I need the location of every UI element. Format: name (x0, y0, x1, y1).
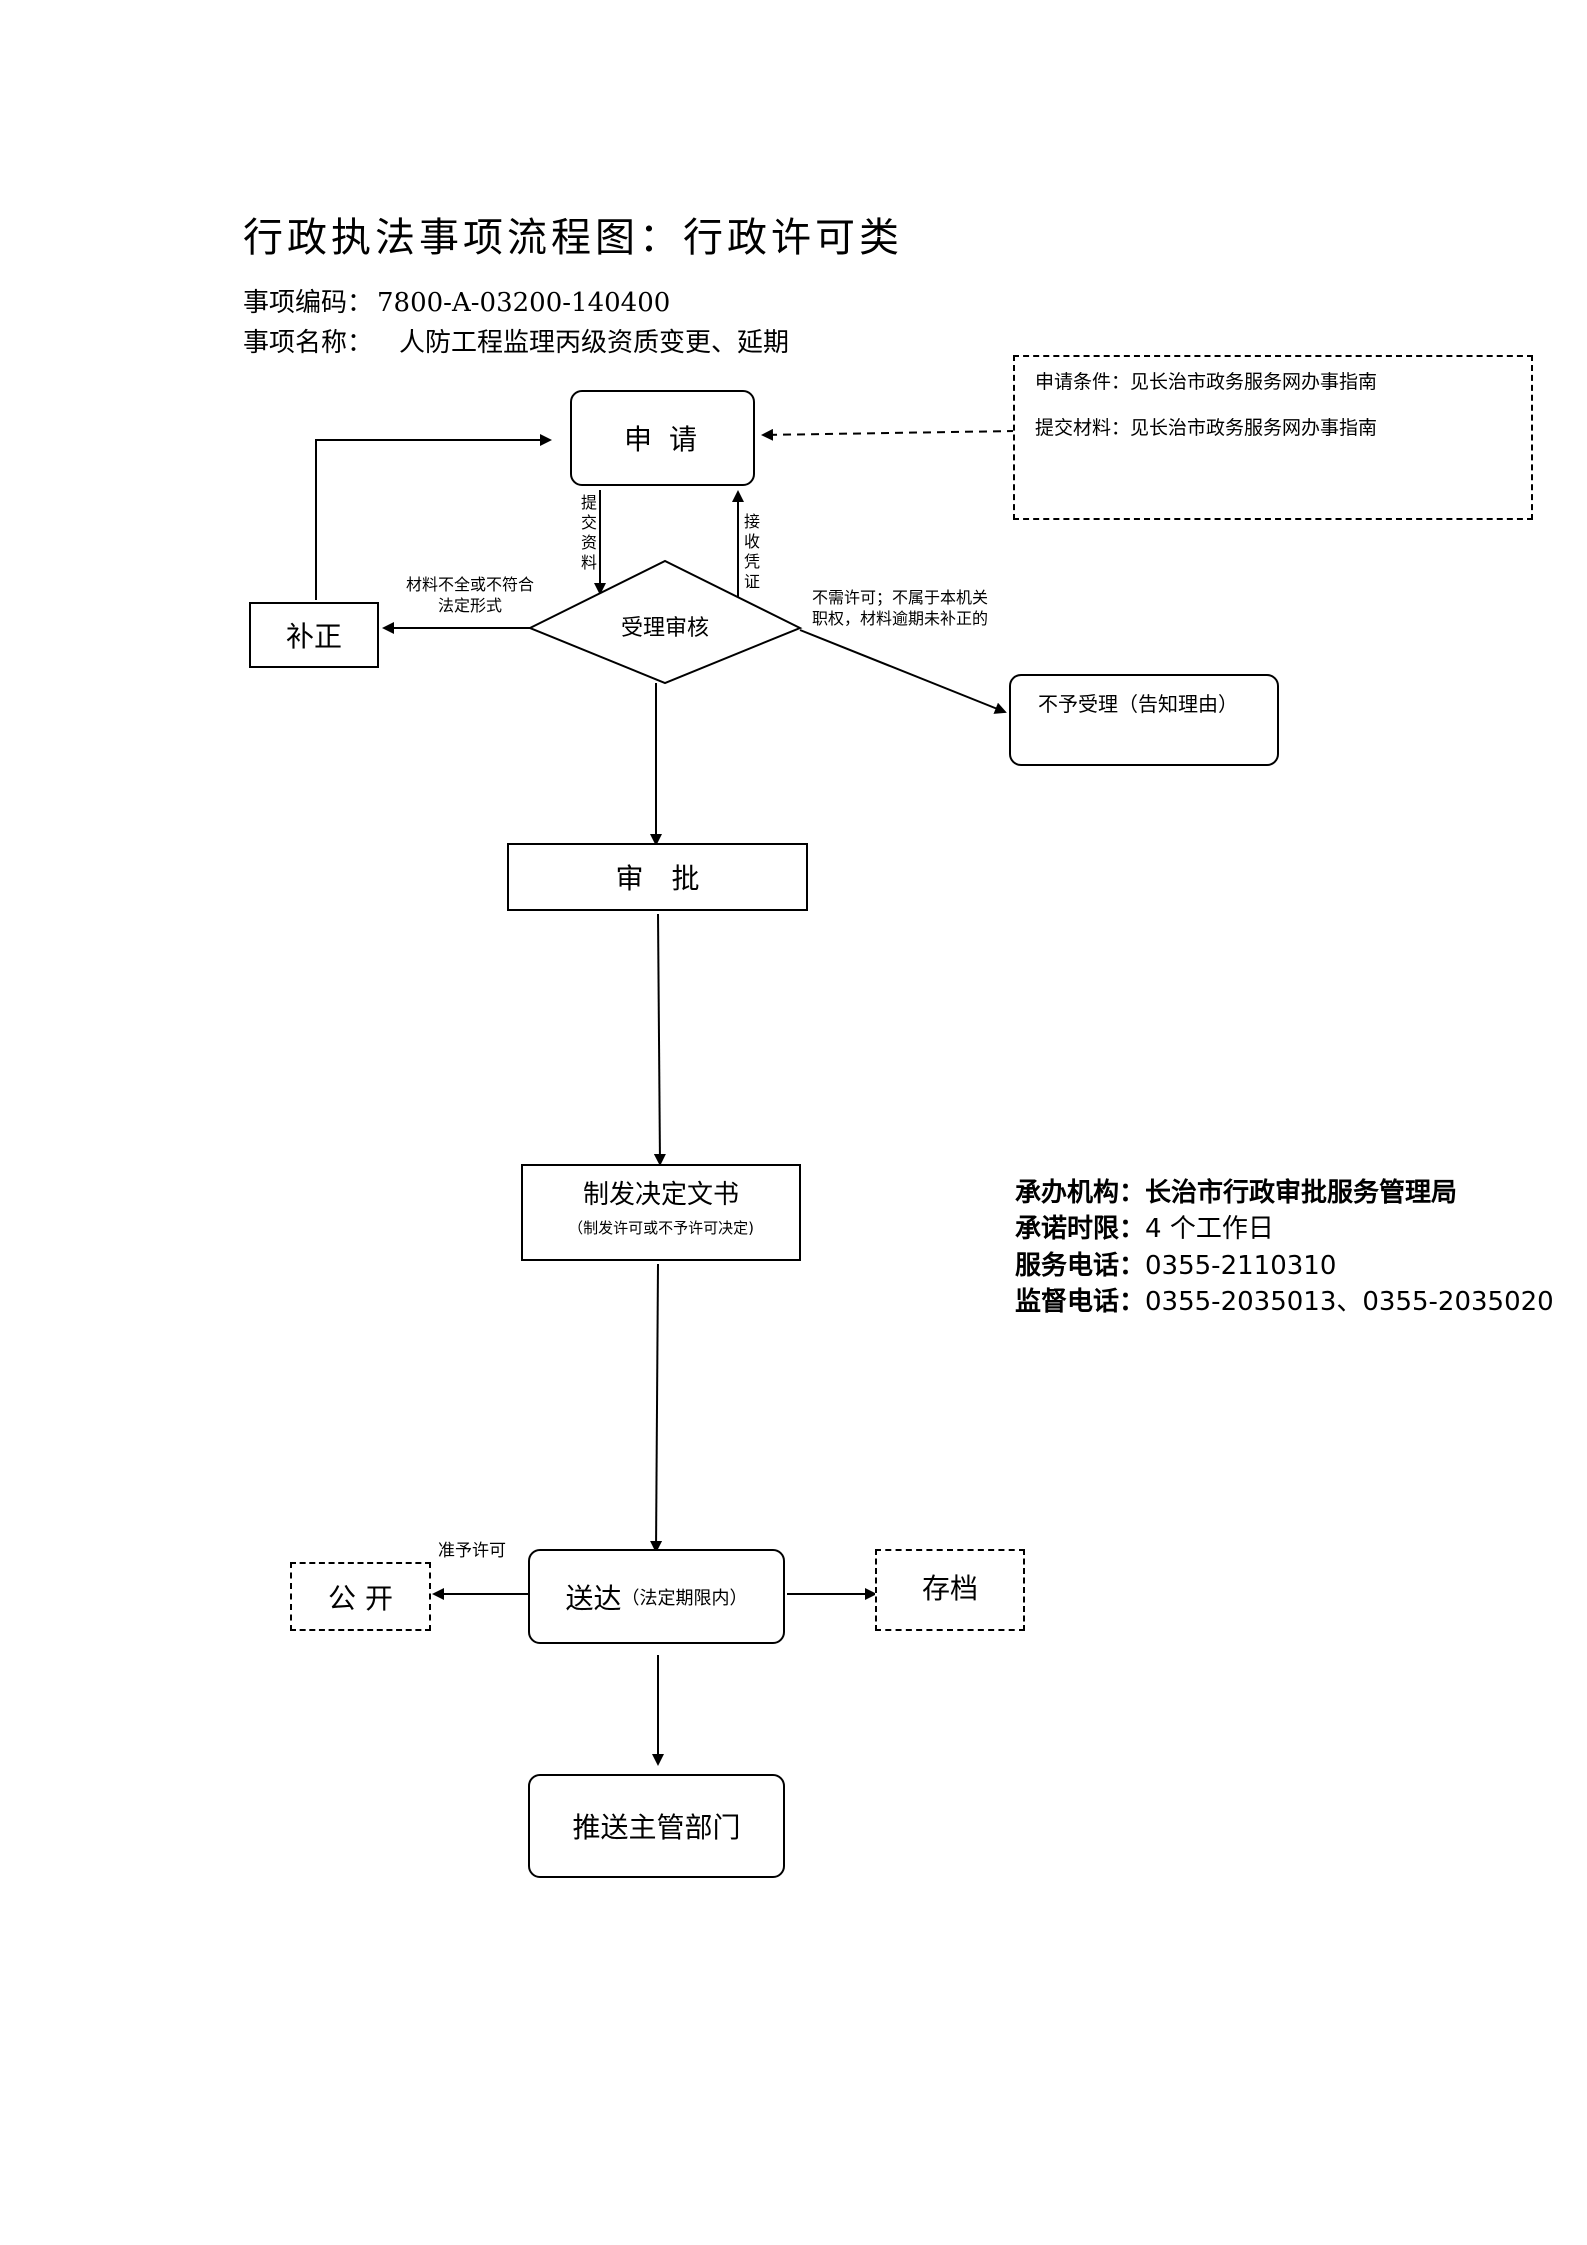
item-name-label: 事项名称： (243, 328, 374, 358)
node-decision-title: 制发决定文书 (582, 1180, 739, 1210)
node-apply: 申 请 (570, 390, 755, 486)
node-decision-subtitle: （制发许可或不予许可决定) (568, 1219, 754, 1237)
edge-label-reject-line2: 职权，材料逾期未补正的 (812, 608, 989, 628)
agency-supervise-phone-value: 0355-2035013、0355-2035020 (1145, 1287, 1554, 1317)
item-name: 事项名称： 人防工程监理丙级资质变更、延期 (243, 322, 789, 359)
edge-label-incomplete-line1: 材料不全或不符合 (405, 575, 534, 594)
edge-label-grant: 准予许可 (438, 1541, 506, 1561)
node-archive: 存档 (875, 1549, 1025, 1631)
agency-service-phone: 服务电话：0355-2110310 (1015, 1245, 1336, 1282)
edge-label-reject-line1: 不需许可；不属于本机关 (812, 588, 989, 607)
agency-org-label: 承办机构： (1015, 1178, 1146, 1208)
agency-time-limit: 承诺时限：4 个工作日 (1015, 1208, 1274, 1245)
arrow-correction-to-apply (315, 434, 552, 600)
node-correction: 补正 (249, 602, 379, 668)
agency-service-phone-value: 0355-2110310 (1145, 1251, 1337, 1281)
agency-org-value: 长治市行政审批服务管理局 (1145, 1178, 1458, 1208)
node-push: 推送主管部门 (528, 1774, 785, 1878)
node-deliver-sublabel: （法定期限内） (621, 1587, 748, 1609)
requirements-materials: 提交材料：见长治市政务服务网办事指南 (1035, 417, 1378, 439)
item-code-label: 事项编码： (243, 288, 374, 318)
requirements-conditions: 申请条件：见长治市政务服务网办事指南 (1035, 371, 1378, 393)
node-publish: 公 开 (290, 1562, 431, 1631)
node-deliver: 送达（法定期限内） (528, 1549, 785, 1644)
agency-service-phone-label: 服务电话： (1015, 1251, 1146, 1281)
node-decision: 制发决定文书 （制发许可或不予许可决定) (521, 1164, 801, 1261)
item-code-value: 7800-A-03200-140400 (377, 288, 671, 318)
review-diamond (527, 559, 803, 685)
agency-time-limit-value: 4 个工作日 (1145, 1214, 1274, 1244)
arrow-decision-to-deliver (650, 1263, 663, 1553)
arrow-approve-to-decision (653, 913, 666, 1166)
agency-supervise-phone: 监督电话：0355-2035013、0355-2035020 (1015, 1281, 1554, 1318)
requirements-note-box: 申请条件：见长治市政务服务网办事指南 提交材料：见长治市政务服务网办事指南 (1013, 355, 1533, 520)
edge-label-submit: 提交资料 (580, 493, 597, 572)
node-reject: 不予受理（告知理由） (1009, 674, 1279, 766)
node-review-label: 受理审核 (620, 616, 709, 641)
edge-label-incomplete: 材料不全或不符合 法定形式 (395, 575, 545, 617)
edge-label-receipt: 接收凭证 (743, 512, 760, 591)
node-approve: 审 批 (507, 843, 808, 911)
arrow-notes-to-apply (761, 428, 1016, 441)
agency-time-limit-label: 承诺时限： (1015, 1214, 1146, 1244)
item-code: 事项编码：7800-A-03200-140400 (243, 282, 670, 319)
edge-label-incomplete-line2: 法定形式 (437, 595, 502, 615)
arrow-review-to-reject (799, 629, 1007, 714)
agency-supervise-phone-label: 监督电话： (1015, 1287, 1146, 1317)
edge-label-reject-reasons: 不需许可；不属于本机关 职权，材料逾期未补正的 (812, 588, 988, 630)
item-name-value: 人防工程监理丙级资质变更、延期 (399, 328, 790, 358)
node-deliver-label: 送达 (565, 1581, 622, 1615)
agency-org: 承办机构：长治市行政审批服务管理局 (1015, 1172, 1457, 1209)
page-title: 行政执法事项流程图：行政许可类 (243, 215, 903, 261)
